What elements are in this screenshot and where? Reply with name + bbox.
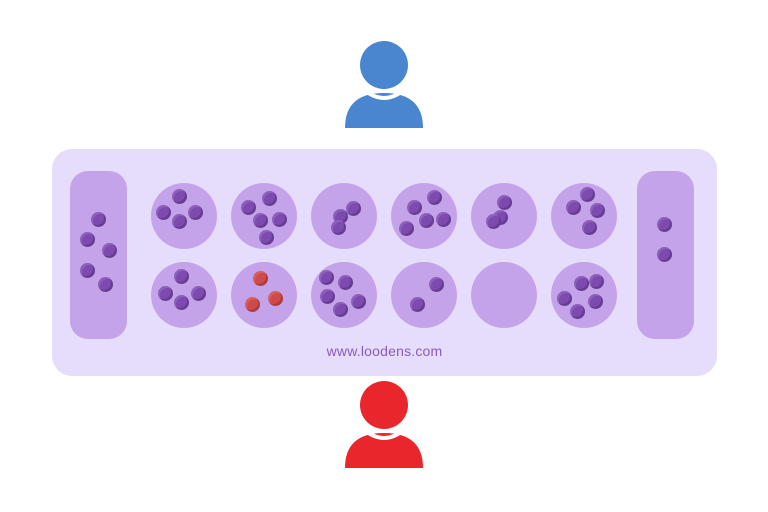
bottom-pit-6[interactable] (551, 262, 617, 328)
seed (419, 213, 434, 228)
bottom-pit-5[interactable] (471, 262, 537, 328)
highlighted-seed (245, 297, 260, 312)
seed (557, 291, 572, 306)
bottom-pit-1[interactable] (151, 262, 217, 328)
seed (351, 294, 366, 309)
seed (338, 275, 353, 290)
user-icon (345, 381, 423, 468)
bottom-pit-2[interactable] (231, 262, 297, 328)
seed (80, 232, 95, 247)
seed (574, 276, 589, 291)
seed (657, 247, 672, 262)
mancala-board: www.loodens.com (52, 149, 717, 376)
seed (399, 221, 414, 236)
seed (486, 214, 501, 229)
seed (429, 277, 444, 292)
right-store (637, 171, 694, 339)
top-pit-4[interactable] (391, 183, 457, 249)
seed (333, 302, 348, 317)
top-pit-2[interactable] (231, 183, 297, 249)
seed (346, 201, 361, 216)
seed (102, 243, 117, 258)
seed (657, 217, 672, 232)
highlighted-seed (268, 291, 283, 306)
seed (241, 200, 256, 215)
seed (156, 205, 171, 220)
top-pit-3[interactable] (311, 183, 377, 249)
left-store (70, 171, 127, 339)
seed (588, 294, 603, 309)
bottom-player-avatar (344, 380, 424, 470)
seed (158, 286, 173, 301)
top-player-avatar (344, 40, 424, 130)
seed (407, 200, 422, 215)
seed (580, 187, 595, 202)
seed (582, 220, 597, 235)
seed (253, 213, 268, 228)
seed (191, 286, 206, 301)
top-pit-5[interactable] (471, 183, 537, 249)
seed (188, 205, 203, 220)
seed (590, 203, 605, 218)
seed (98, 277, 113, 292)
seed (259, 230, 274, 245)
highlighted-seed (253, 271, 268, 286)
seed (436, 212, 451, 227)
seed (410, 297, 425, 312)
seed (427, 190, 442, 205)
seed (589, 274, 604, 289)
top-pit-1[interactable] (151, 183, 217, 249)
seed (262, 191, 277, 206)
seed (570, 304, 585, 319)
top-pit-6[interactable] (551, 183, 617, 249)
seed (91, 212, 106, 227)
website-label: www.loodens.com (326, 343, 443, 359)
seed (80, 263, 95, 278)
seed (331, 220, 346, 235)
bottom-pit-4[interactable] (391, 262, 457, 328)
seed (174, 269, 189, 284)
seed (319, 270, 334, 285)
seed (172, 189, 187, 204)
seed (172, 214, 187, 229)
bottom-pit-3[interactable] (311, 262, 377, 328)
seed (566, 200, 581, 215)
seed (272, 212, 287, 227)
user-icon (345, 41, 423, 128)
seed (497, 195, 512, 210)
seed (320, 289, 335, 304)
seed (174, 295, 189, 310)
